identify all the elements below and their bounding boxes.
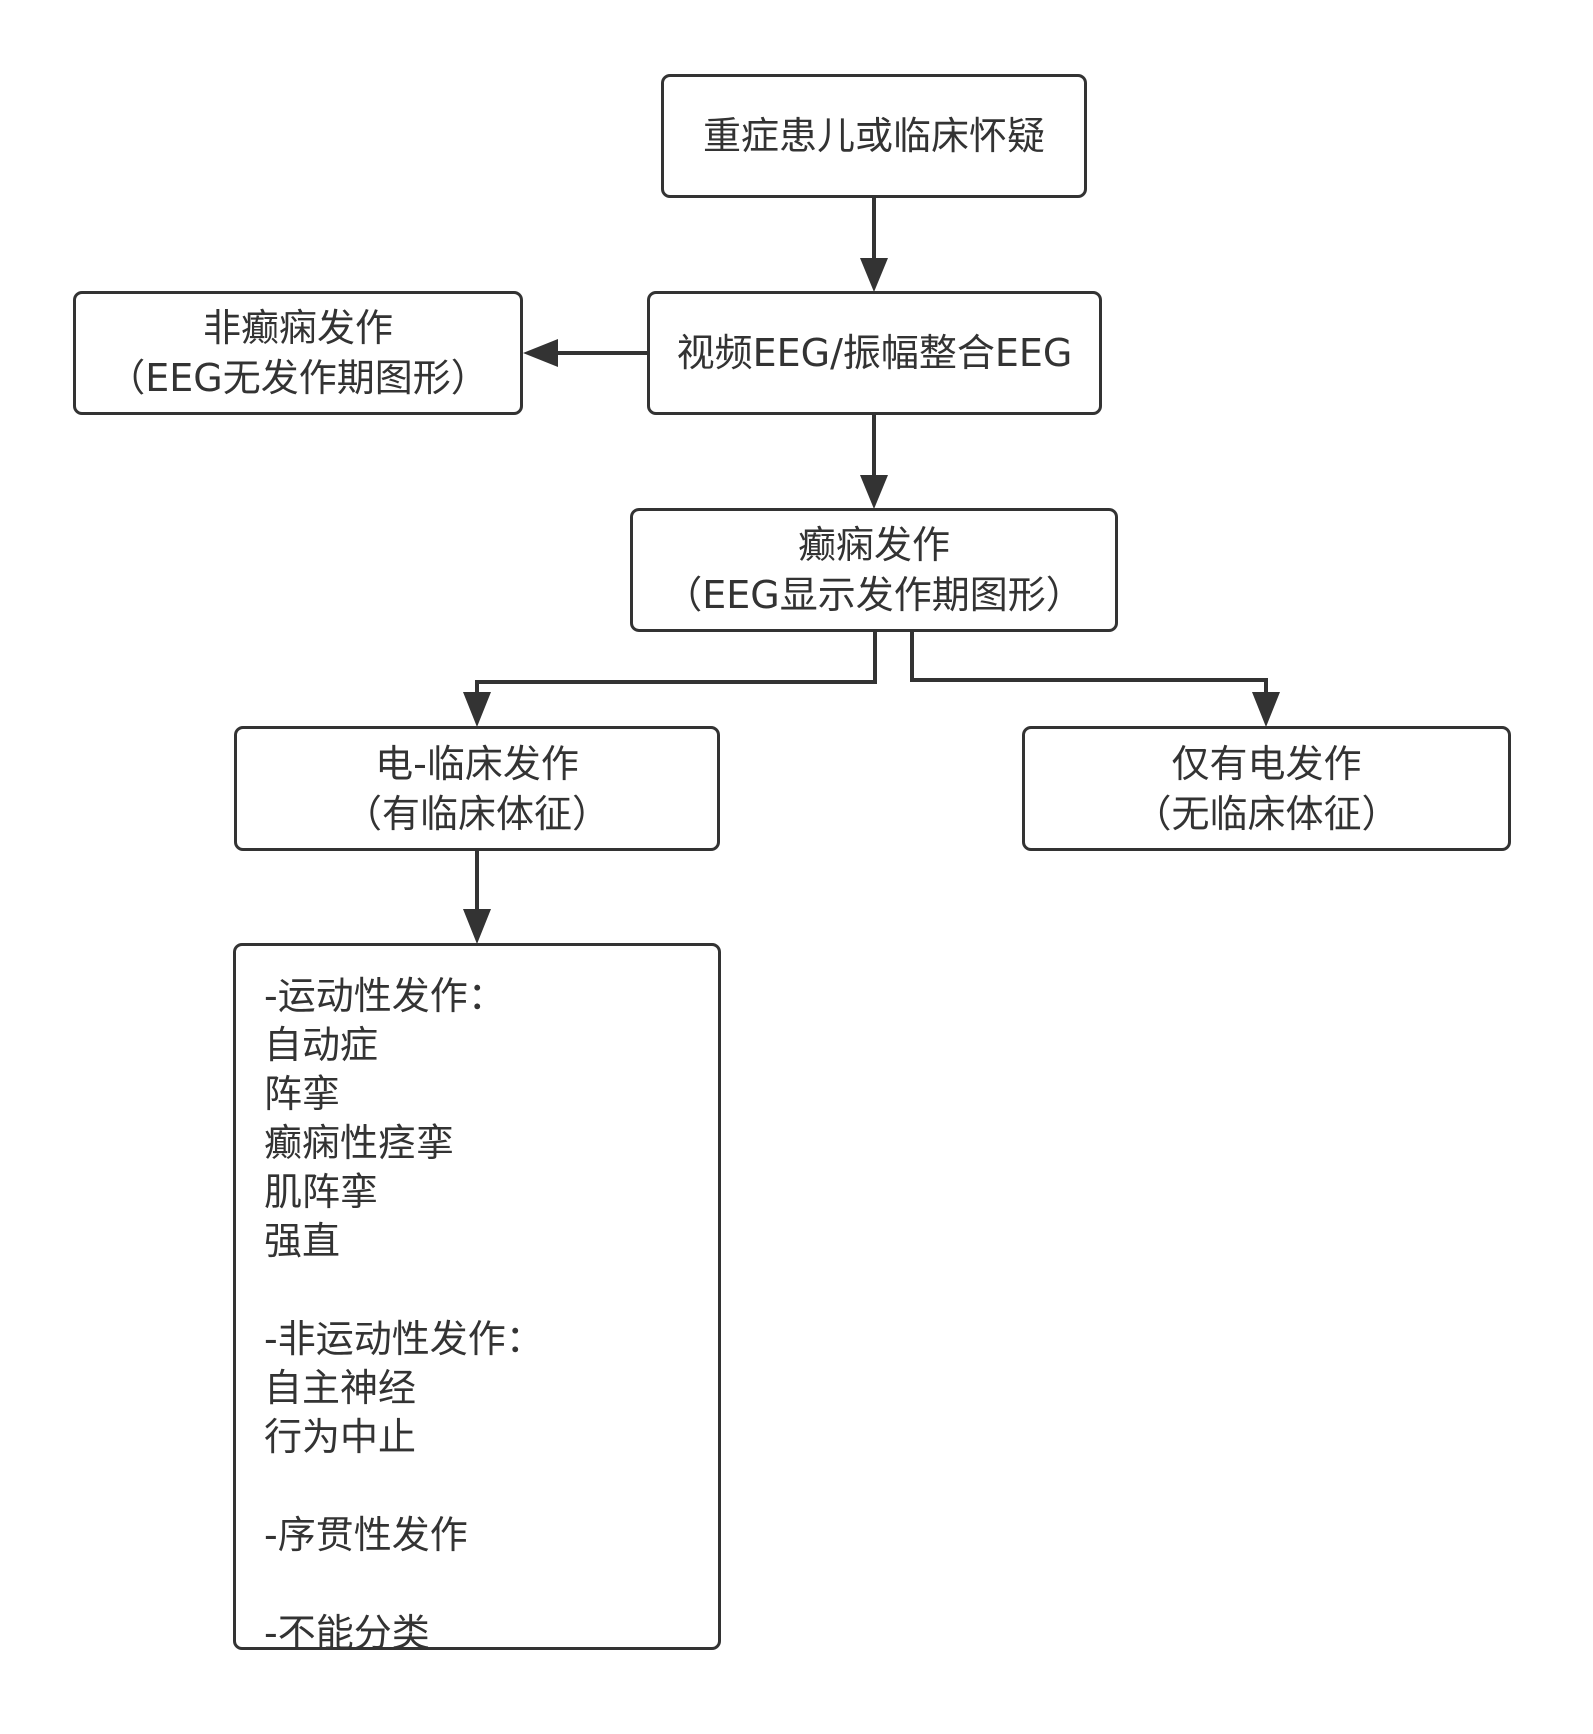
epileptic-node: 癫痫发作 （EEG显示发作期图形） <box>630 508 1118 632</box>
start-node-label: 重症患儿或临床怀疑 <box>702 114 1045 158</box>
epileptic-title: 癫痫发作 <box>797 523 950 567</box>
motor-seizure-heading: -运动性发作： <box>264 974 506 1018</box>
list-spacer <box>264 1560 718 1609</box>
non-epileptic-subtitle: （EEG无发作期图形） <box>107 356 489 400</box>
electrographic-only-subtitle: （无临床体征） <box>1133 791 1400 836</box>
list-item-behavior-arrest: 行为中止 <box>264 1415 417 1459</box>
list-item-automatism: 自动症 <box>264 1023 379 1067</box>
electroclinical-node: 电-临床发作 （有临床体征） <box>234 726 720 851</box>
list-item-epileptic-spasm: 癫痫性痉挛 <box>264 1121 455 1165</box>
start-node: 重症患儿或临床怀疑 <box>661 74 1087 198</box>
unclassified-heading: -不能分类 <box>264 1611 430 1655</box>
epileptic-subtitle: （EEG显示发作期图形） <box>664 573 1084 617</box>
electrographic-only-node: 仅有电发作 （无临床体征） <box>1022 726 1511 851</box>
arrowhead-electroclinical-to-types <box>463 909 491 944</box>
list-spacer <box>264 1266 718 1315</box>
electroclinical-subtitle: （有临床体征） <box>343 791 610 836</box>
electroclinical-title: 电-临床发作 <box>375 741 579 786</box>
list-item-autonomic: 自主神经 <box>264 1366 417 1410</box>
non-epileptic-node: 非癫痫发作 （EEG无发作期图形） <box>73 291 523 415</box>
arrowhead-start-to-eeg <box>860 258 888 292</box>
arrowhead-eeg-to-non-epileptic <box>523 339 558 367</box>
non-motor-seizure-heading: -非运动性发作： <box>264 1317 544 1361</box>
eeg-monitoring-node: 视频EEG/振幅整合EEG <box>647 291 1102 415</box>
list-item-tonic: 强直 <box>264 1219 341 1263</box>
list-item-myoclonic: 肌阵挛 <box>264 1170 379 1214</box>
edge-epileptic-to-electroclinical <box>475 632 877 700</box>
list-spacer <box>264 1462 718 1511</box>
arrowhead-epileptic-to-electrographic <box>1252 692 1280 727</box>
seizure-types-node: -运动性发作： 自动症 阵挛 癫痫性痉挛 肌阵挛 强直 -非运动性发作： 自主神… <box>233 943 721 1655</box>
arrowhead-eeg-to-epileptic <box>860 475 888 509</box>
sequential-seizure-heading: -序贯性发作 <box>264 1513 468 1557</box>
arrowhead-epileptic-to-electroclinical <box>463 692 491 727</box>
electrographic-only-title: 仅有电发作 <box>1171 741 1362 786</box>
edge-epileptic-to-electrographic <box>910 632 1268 700</box>
non-epileptic-title: 非癫痫发作 <box>202 306 393 350</box>
list-item-clonic: 阵挛 <box>264 1072 341 1116</box>
eeg-monitoring-label: 视频EEG/振幅整合EEG <box>676 331 1073 375</box>
